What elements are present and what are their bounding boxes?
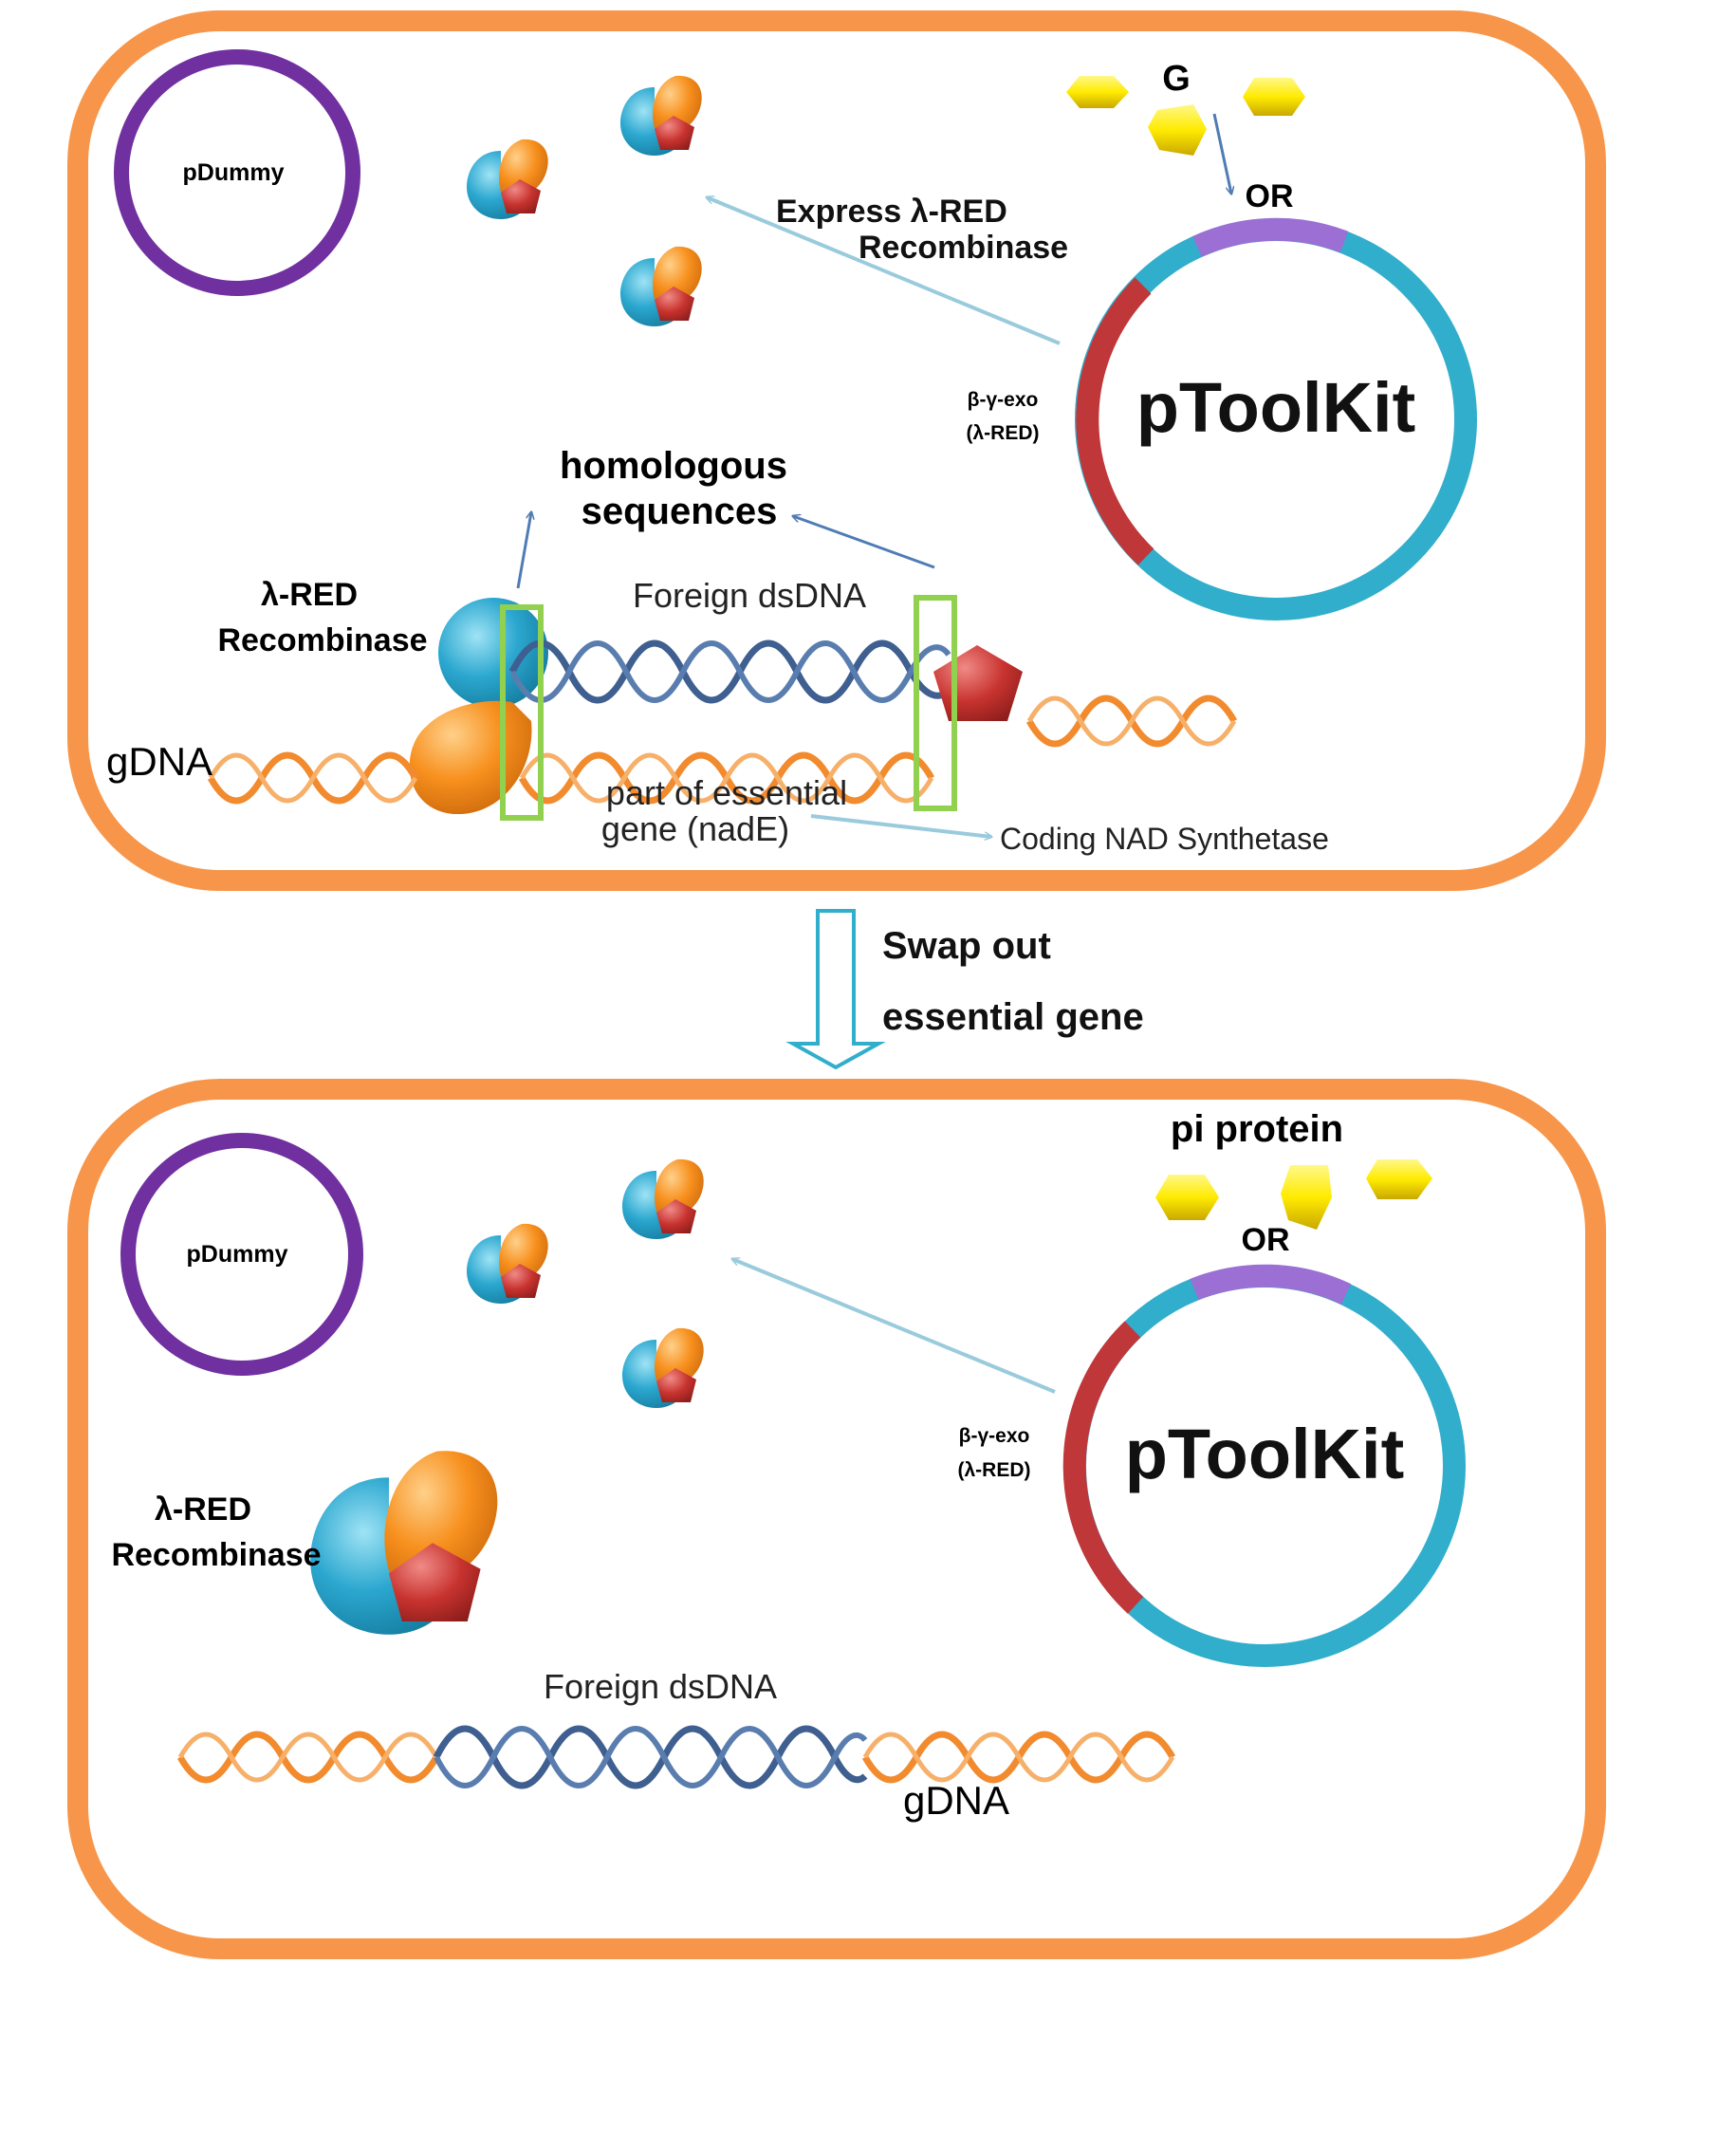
- recombinase-label-line1: λ-RED: [155, 1491, 251, 1528]
- expression-arrow: [732, 1259, 1056, 1394]
- g-binding-arrow: [1212, 113, 1231, 194]
- swap-label-line2: essential gene: [882, 996, 1144, 1038]
- recombinase-red-subunit-icon: [933, 645, 1023, 721]
- exo-genes-label: β-γ-exo: [968, 389, 1039, 411]
- homology-arrow-right: [793, 516, 935, 569]
- foreign-dna-label: Foreign dsDNA: [633, 576, 866, 615]
- recombinase-enzyme-icon: [620, 75, 702, 156]
- exo-genes-sublabel: (λ-RED): [958, 1459, 1031, 1481]
- express-label-line2: Recombinase: [859, 230, 1068, 266]
- g-protein-icon: [1066, 76, 1129, 108]
- pi-protein-label: pi protein: [1171, 1108, 1343, 1150]
- recombinase-label-line2: Recombinase: [217, 622, 427, 658]
- exo-genes-sublabel: (λ-RED): [967, 422, 1040, 444]
- recombinase-label-line2: Recombinase: [111, 1537, 321, 1573]
- origin-label: OR: [1246, 178, 1294, 214]
- ptoolkit-red-operon-segment: [1076, 277, 1154, 565]
- pdummy-label: pDummy: [187, 1241, 288, 1268]
- coding-arrow: [810, 814, 991, 837]
- express-label-line1: Express λ-RED: [776, 194, 1007, 230]
- pdummy-plasmid: [114, 49, 360, 296]
- top-cell-membrane: [67, 10, 1606, 891]
- pdummy-label: pDummy: [183, 159, 285, 186]
- bottom-cell-membrane: [67, 1079, 1606, 1959]
- foreign-dna-label: Foreign dsDNA: [544, 1667, 777, 1706]
- pi-protein-icon: [1366, 1159, 1432, 1199]
- homology-box-left: [500, 604, 544, 821]
- recombinase-label-line1: λ-RED: [261, 577, 358, 613]
- homologous-label-line2: sequences: [582, 491, 778, 532]
- recombinase-enzyme-icon: [620, 246, 702, 326]
- recombinase-orange-subunit-icon: [409, 700, 532, 815]
- foreign-dna-strand-a: [508, 639, 951, 704]
- gdna-label: gDNA: [106, 739, 212, 784]
- gdna-strand-b: [208, 695, 1237, 804]
- recombinase-large-icon: [310, 1451, 498, 1635]
- ptoolkit-label: pToolKit: [1125, 1415, 1405, 1493]
- pi-protein-icon: [1155, 1175, 1219, 1220]
- g-label: G: [1162, 59, 1191, 99]
- recombinase-blue-subunit-icon: [438, 598, 548, 708]
- homologous-label-line1: homologous: [560, 445, 787, 487]
- pdummy-plasmid: [120, 1133, 363, 1376]
- foreign-dna-strand-b: [509, 640, 951, 703]
- ptoolkit-origin-segment: [1191, 217, 1349, 257]
- g-protein-icon: [1243, 78, 1305, 116]
- recombinase-enzyme-icon: [622, 1158, 704, 1239]
- essential-gene-label-line2: gene (nadE): [601, 809, 789, 848]
- ptoolkit-label: pToolKit: [1136, 368, 1416, 447]
- homology-box-right: [914, 595, 957, 811]
- swap-arrow: [785, 909, 886, 1070]
- essential-gene-label-line1: part of essential: [606, 773, 847, 812]
- gdna-label: gDNA: [903, 1778, 1009, 1823]
- coding-label: Coding NAD Synthetase: [1000, 822, 1329, 856]
- g-protein-icon: [1148, 104, 1207, 156]
- pi-protein-icon: [1281, 1165, 1332, 1230]
- exo-genes-label: β-γ-exo: [959, 1425, 1030, 1447]
- gdna-strand-b: [177, 1732, 1175, 1783]
- expression-arrow: [707, 197, 1061, 345]
- recombinase-enzyme-icon: [467, 1223, 548, 1304]
- ptoolkit-red-operon-segment: [1062, 1321, 1144, 1614]
- foreign-dna-strand-a: [433, 1725, 868, 1789]
- swap-label-line1: Swap out: [882, 925, 1051, 967]
- recombinase-enzyme-icon: [467, 139, 548, 219]
- foreign-dna-strand-b: [434, 1726, 868, 1788]
- origin-label: OR: [1242, 1222, 1290, 1258]
- recombinase-enzyme-icon: [622, 1327, 704, 1408]
- homology-arrow-left: [516, 512, 531, 589]
- ptoolkit-origin-segment: [1190, 1264, 1352, 1305]
